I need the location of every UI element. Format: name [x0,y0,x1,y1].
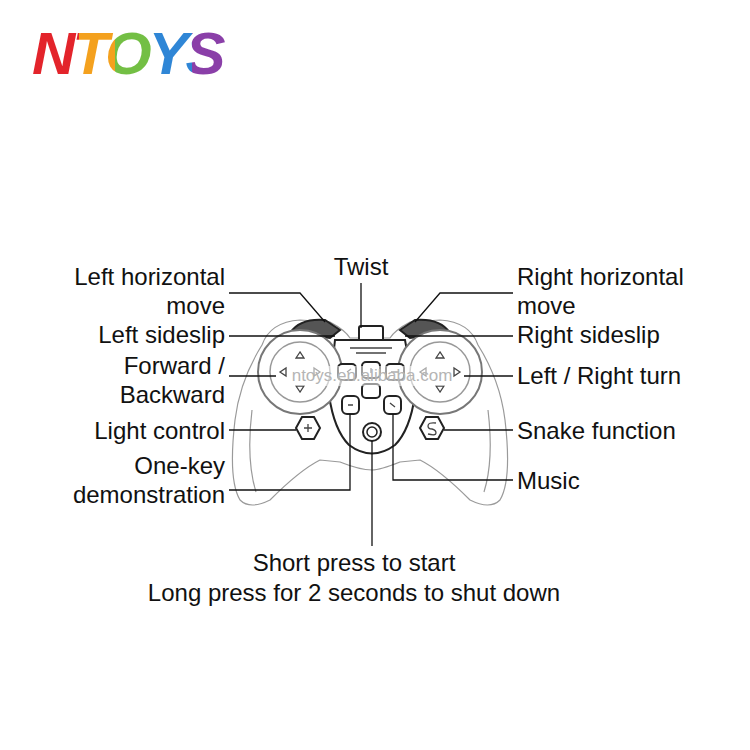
callout-label: Left horizontal move [29,262,225,320]
callout-label: One-key demonstration [39,451,225,509]
callout-label: Short press to start [253,548,456,577]
callout-label: Right horizontal move [517,262,732,320]
callout-label: Forward / Backward [85,351,225,409]
callout-label: Left sideslip [98,320,225,349]
callout-label: Long press for 2 seconds to shut down [148,578,560,607]
callout-label: Twist [334,252,389,281]
callout-label: Left / Right turn [517,361,681,390]
callout-label: Light control [94,416,225,445]
watermark: ntoys.en.alibaba.com [292,366,453,386]
callout-label: Right sideslip [517,320,660,349]
brand-logo: NTOYS [32,22,229,86]
callout-label: Snake function [517,416,676,445]
callout-label: Music [517,466,580,495]
